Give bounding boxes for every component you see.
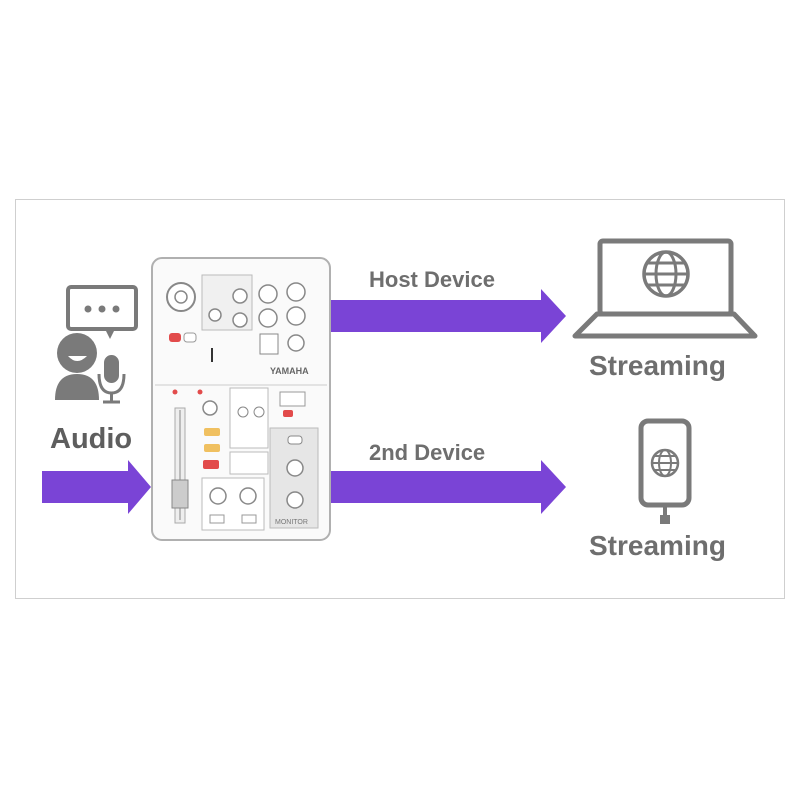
smartphone-globe-icon [638,418,692,524]
audio-input-label: Audio [50,423,133,455]
svg-text:MONITOR: MONITOR [275,519,308,526]
host-device-label: Host Device [369,267,495,292]
second-device-label: 2nd Device [369,440,486,465]
host-device-arrow [330,289,566,343]
audio-mixer-illustration: YAMAHA MONITOR [151,257,331,541]
svg-text:YAMAHA: YAMAHA [270,366,309,376]
input-arrow [42,460,151,514]
host-streaming-label: Streaming [589,350,726,381]
speaking-person-icon [55,285,138,404]
second-device-arrow [330,460,566,514]
second-streaming-label: Streaming [589,530,726,561]
laptop-globe-icon [572,238,758,339]
